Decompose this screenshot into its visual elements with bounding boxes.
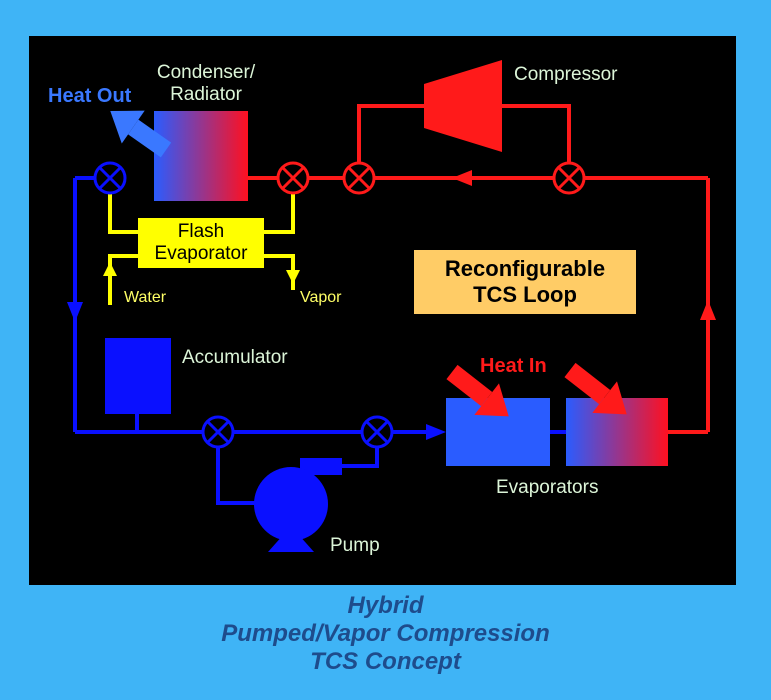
caption-line-2: Pumped/Vapor Compression (221, 620, 550, 647)
accumulator-label: Accumulator (182, 347, 288, 368)
valve-icon (342, 161, 376, 195)
pump-icon (254, 458, 342, 552)
flow-arrow-right (426, 424, 446, 440)
caption-line-1: Hybrid (347, 592, 424, 619)
valve-icon (360, 415, 394, 449)
flow-arrow-up (700, 300, 716, 320)
heat-out-arrow (110, 110, 172, 158)
valve-icon (552, 161, 586, 195)
heat-in-arrow-1 (446, 364, 509, 417)
valve-icon (201, 415, 235, 449)
evaporators-label: Evaporators (496, 477, 599, 498)
valve-icon (93, 161, 127, 195)
valve-icon (276, 161, 310, 195)
heat-in-arrow-2 (564, 362, 627, 415)
caption: Hybrid Pumped/Vapor Compression TCS Conc… (0, 592, 771, 676)
accumulator (105, 338, 171, 414)
flow-arrow-down (67, 302, 83, 322)
heat-in-label: Heat In (480, 355, 547, 377)
water-arrow (103, 262, 117, 276)
compressor-label: Compressor (514, 64, 618, 85)
caption-line-3: TCS Concept (310, 648, 461, 675)
tcs-loop-box: Reconfigurable TCS Loop (414, 250, 636, 314)
heat-out-label: Heat Out (48, 85, 132, 107)
compressor-icon (424, 60, 502, 152)
condenser-radiator (154, 111, 248, 201)
vapor-arrow (286, 270, 300, 284)
pump-label: Pump (330, 535, 380, 556)
condenser-label: Condenser/ Radiator (156, 62, 256, 105)
water-label: Water (124, 289, 167, 306)
vapor-label: Vapor (300, 289, 342, 306)
flash-evaporator: Flash Evaporator (138, 218, 264, 268)
flow-arrow-left (452, 170, 472, 186)
